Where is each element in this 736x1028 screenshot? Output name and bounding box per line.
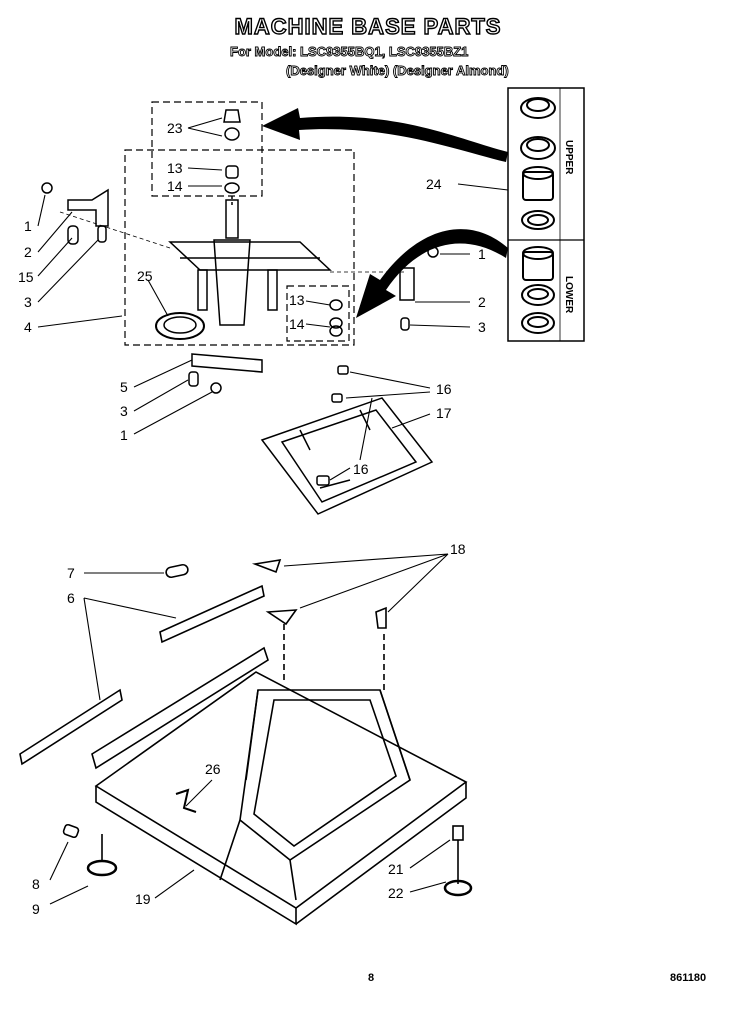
upper-bearing bbox=[520, 136, 556, 160]
callout-18: 18 bbox=[450, 541, 466, 557]
page-number: 8 bbox=[368, 972, 375, 984]
gearcase-box bbox=[124, 149, 355, 346]
suspension-frame bbox=[260, 365, 434, 515]
lower-bearing bbox=[521, 284, 555, 306]
machine-base bbox=[19, 559, 473, 926]
model-line: For Model: LSC9355BQ1, LSC9355BZ1 bbox=[230, 44, 469, 60]
callout-2-left: 2 bbox=[24, 244, 32, 260]
callout-14-lower: 14 bbox=[289, 316, 305, 332]
lower-washer bbox=[521, 312, 555, 334]
bearing-inset: UPPER LOWER bbox=[507, 87, 585, 342]
callout-26: 26 bbox=[205, 761, 221, 777]
callout-1-right: 1 bbox=[478, 246, 486, 262]
callout-13-lower: 13 bbox=[289, 292, 305, 308]
callout-6: 6 bbox=[67, 590, 75, 606]
callout-numbers: 23 13 14 1 2 15 3 4 25 24 1 2 3 13 14 5 … bbox=[18, 120, 486, 917]
callout-8: 8 bbox=[32, 876, 40, 892]
page-title: MACHINE BASE PARTS bbox=[234, 13, 502, 39]
callout-15: 15 bbox=[18, 269, 34, 285]
callout-5: 5 bbox=[120, 379, 128, 395]
lower-sleeve bbox=[522, 251, 554, 281]
callout-9: 9 bbox=[32, 901, 40, 917]
variant-line: (Designer White) (Designer Almond) bbox=[286, 63, 510, 79]
callout-2-right: 2 bbox=[478, 294, 486, 310]
dashed-outlines bbox=[124, 101, 355, 346]
seal-ring bbox=[155, 312, 205, 340]
diagram-code: 861180 bbox=[670, 972, 707, 984]
callout-21: 21 bbox=[388, 861, 404, 877]
center-post-parts bbox=[41, 109, 439, 394]
upper-label: UPPER bbox=[563, 140, 574, 175]
callout-3-left: 3 bbox=[24, 294, 32, 310]
callout-25: 25 bbox=[137, 268, 153, 284]
callout-16-upper: 16 bbox=[436, 381, 452, 397]
center-post-box bbox=[151, 101, 263, 197]
callout-14-upper: 14 bbox=[167, 178, 183, 194]
callout-13-upper: 13 bbox=[167, 160, 183, 176]
callout-3-lower: 3 bbox=[120, 403, 128, 419]
callout-23: 23 bbox=[167, 120, 183, 136]
callout-19: 19 bbox=[135, 891, 151, 907]
callout-22: 22 bbox=[388, 885, 404, 901]
curved-arrows bbox=[262, 108, 508, 318]
leader-lines bbox=[37, 117, 509, 905]
callout-1-lower: 1 bbox=[120, 427, 128, 443]
upper-sleeve bbox=[522, 171, 554, 201]
lower-label: LOWER bbox=[563, 276, 574, 314]
callout-1-left: 1 bbox=[24, 218, 32, 234]
callout-4: 4 bbox=[24, 319, 32, 335]
callout-3-right: 3 bbox=[478, 319, 486, 335]
callout-24: 24 bbox=[426, 176, 442, 192]
bearing-box bbox=[286, 285, 350, 342]
callout-17: 17 bbox=[436, 405, 452, 421]
callout-16-lower: 16 bbox=[353, 461, 369, 477]
callout-7: 7 bbox=[67, 565, 75, 581]
upper-washer bbox=[521, 210, 555, 230]
